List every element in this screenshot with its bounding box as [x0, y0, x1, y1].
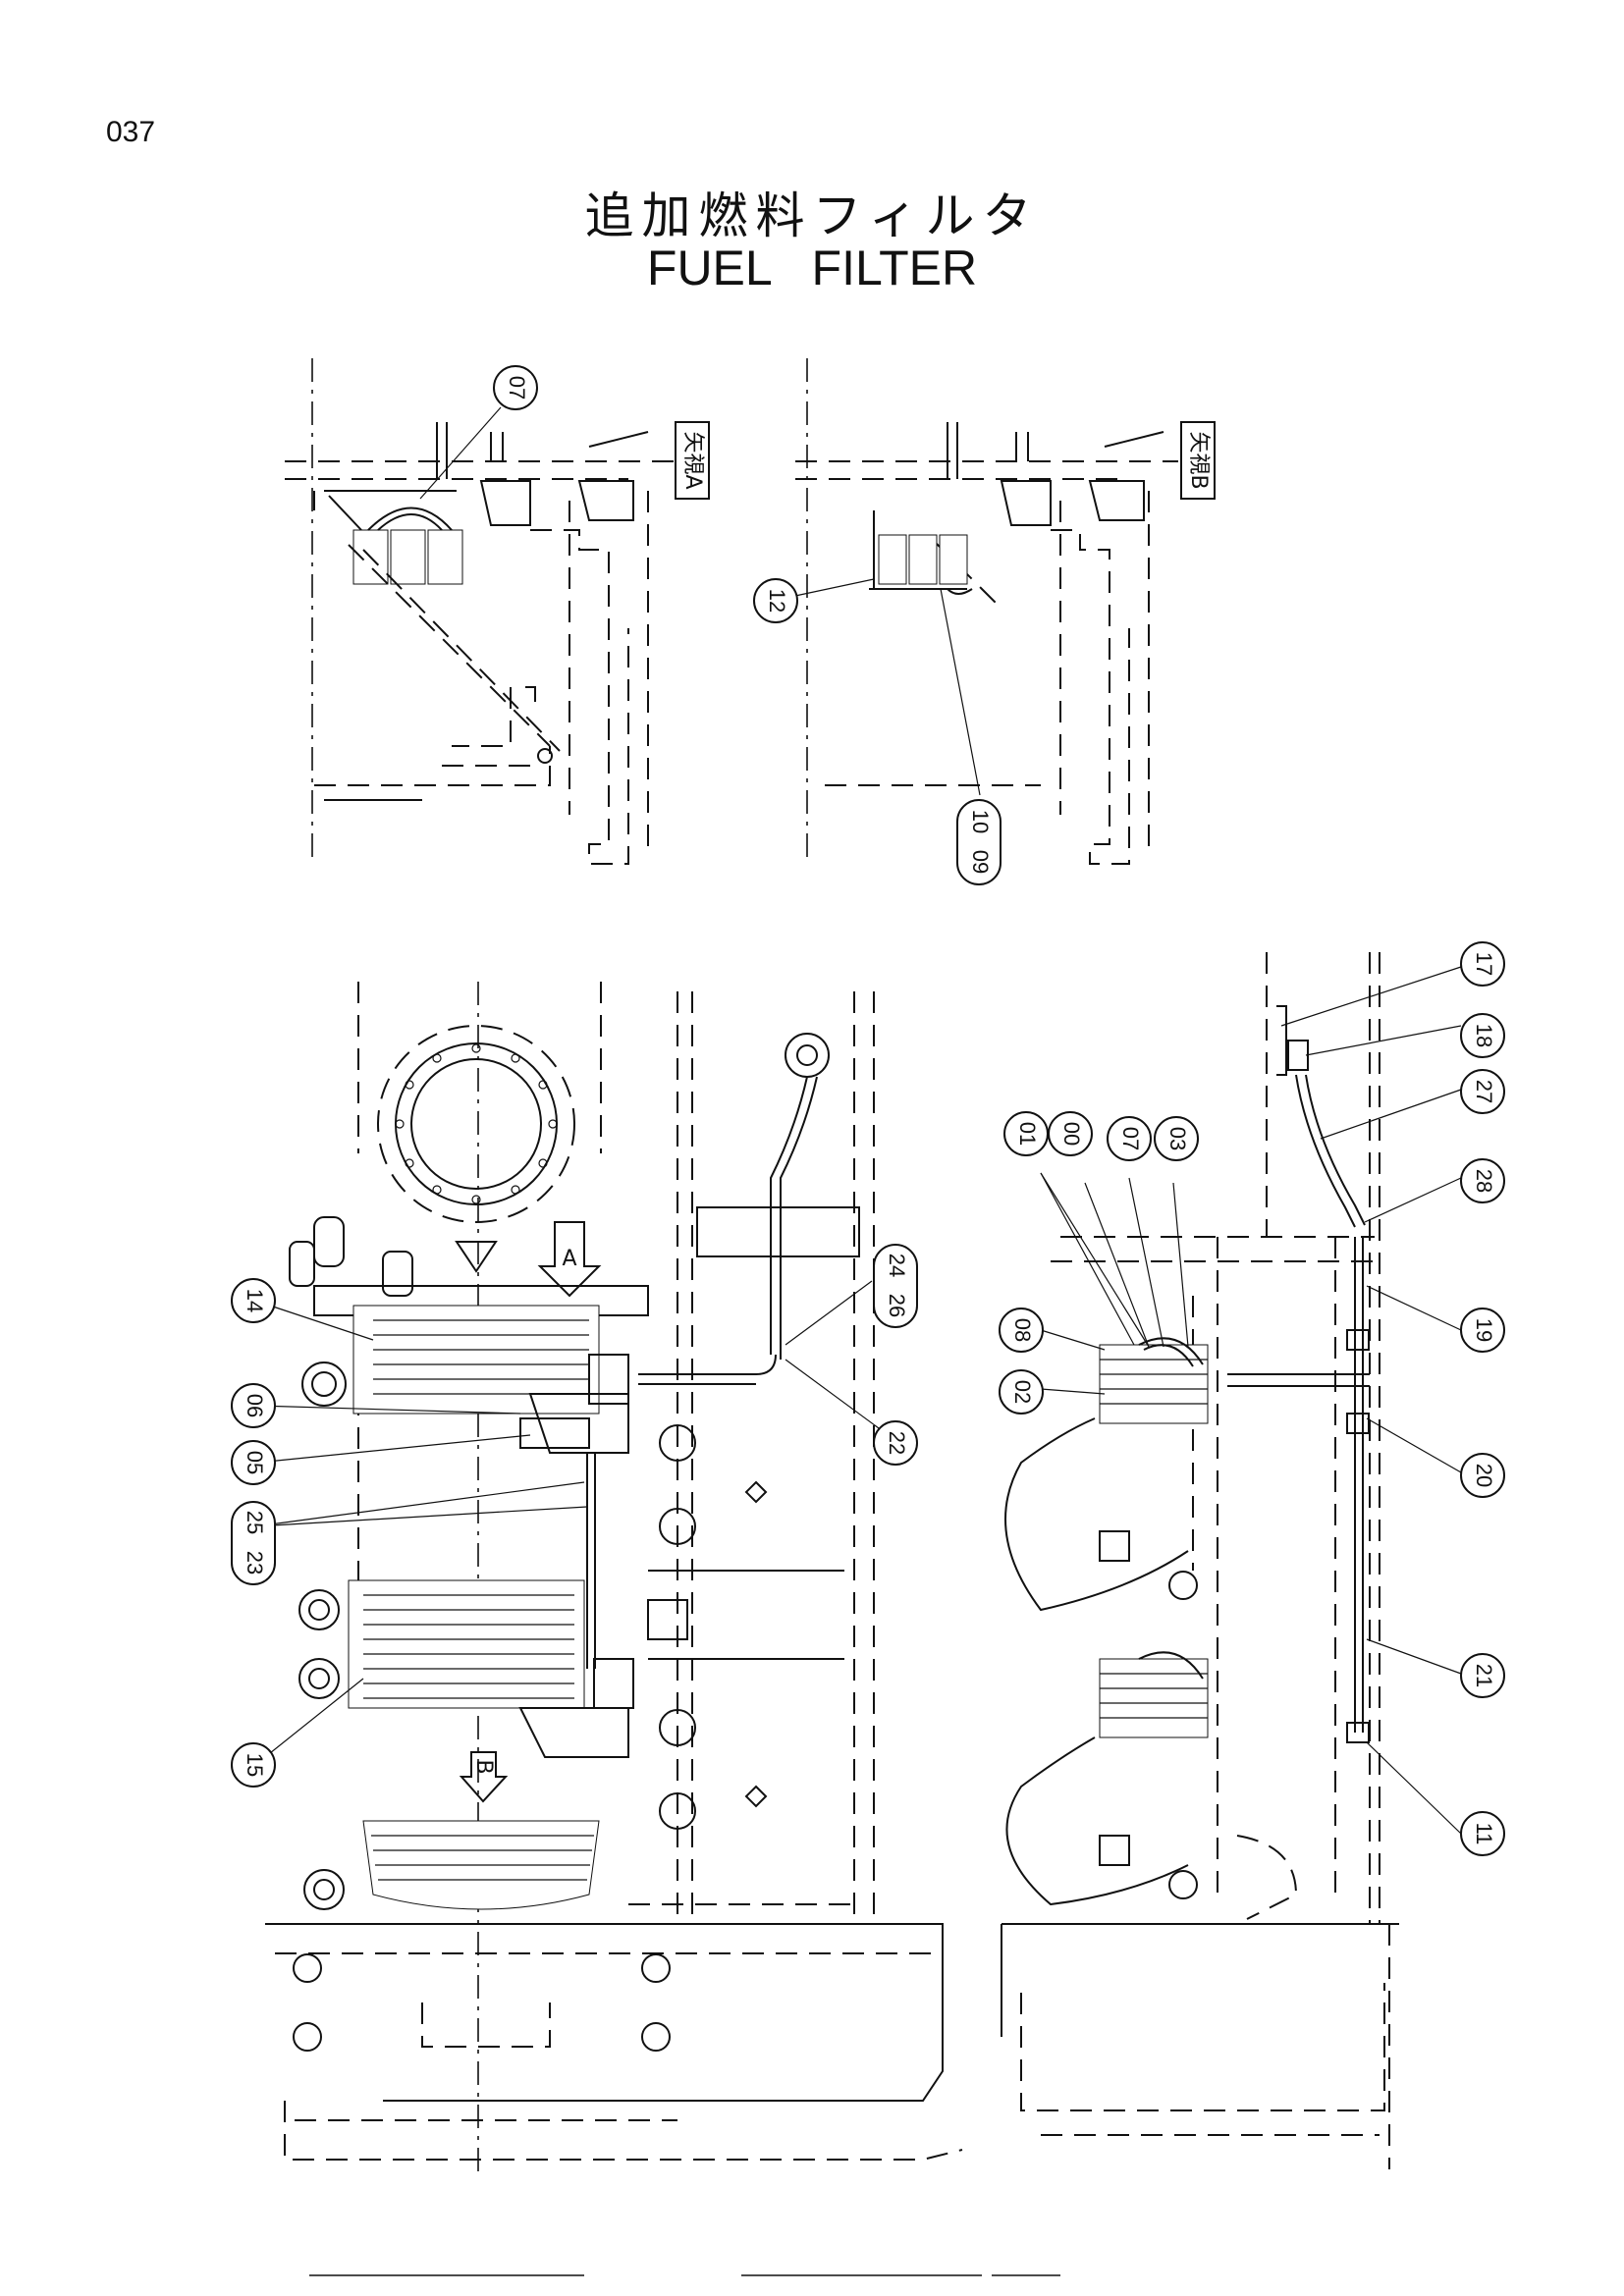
svg-text:19: 19 [1472, 1318, 1496, 1342]
svg-text:22: 22 [885, 1431, 909, 1455]
view-b-label-box: 矢視B [1180, 421, 1216, 500]
callout-25-23: 25 23 [231, 1501, 276, 1585]
callout-label: 10 [968, 810, 993, 833]
callout-14: 14 [231, 1278, 276, 1323]
view-a-drawing [285, 358, 677, 865]
svg-text:00: 00 [1059, 1122, 1084, 1146]
callout-12: 12 [753, 578, 798, 623]
svg-text:03: 03 [1165, 1127, 1190, 1150]
callout-06: 06 [231, 1383, 276, 1428]
callout-05: 05 [231, 1440, 276, 1485]
view-b-label: 矢視B [1186, 431, 1211, 489]
svg-text:06: 06 [243, 1394, 267, 1417]
view-a-label: 矢視A [680, 431, 705, 489]
page-number: 037 [106, 116, 156, 148]
svg-text:20: 20 [1472, 1464, 1496, 1487]
callout-07-top: 07 [493, 365, 538, 410]
callout-20: 20 [1460, 1453, 1505, 1498]
svg-text:A: A [562, 1247, 576, 1271]
svg-text:08: 08 [1010, 1318, 1035, 1342]
arrow-a-label: A [562, 1247, 576, 1271]
plan-view-left-drawing [254, 982, 963, 2174]
callout-01-00-07-03: 01 00 07 03 [1003, 1111, 1199, 1161]
svg-text:28: 28 [1472, 1169, 1496, 1193]
callout-24-26: 24 26 [873, 1244, 918, 1328]
svg-text:11: 11 [1472, 1823, 1496, 1845]
view-a-label-box: 矢視A [675, 421, 710, 500]
callout-11: 11 [1460, 1811, 1505, 1856]
callout-02: 02 [999, 1369, 1044, 1415]
callout-22: 22 [873, 1420, 918, 1466]
svg-text:24: 24 [885, 1254, 909, 1277]
callout-17: 17 [1460, 941, 1505, 987]
side-view-right-drawing [1001, 952, 1462, 2169]
callout-label: 09 [968, 850, 993, 874]
callout-28: 28 [1460, 1158, 1505, 1203]
svg-text:B: B [471, 1759, 496, 1774]
arrow-b-label: B [471, 1759, 496, 1774]
svg-text:25: 25 [243, 1511, 267, 1534]
svg-text:27: 27 [1472, 1080, 1496, 1103]
svg-text:18: 18 [1472, 1024, 1496, 1047]
callout-18: 18 [1460, 1013, 1505, 1058]
svg-text:01: 01 [1015, 1122, 1040, 1146]
svg-text:02: 02 [1010, 1380, 1035, 1404]
callout-27: 27 [1460, 1069, 1505, 1114]
svg-text:26: 26 [885, 1294, 909, 1317]
callout-10-09: 10 09 [956, 799, 1001, 885]
view-b-drawing [794, 358, 1178, 865]
callout-label: 07 [505, 376, 529, 400]
svg-text:14: 14 [243, 1289, 267, 1312]
svg-text:17: 17 [1472, 952, 1496, 976]
title-english: FUEL FILTER [646, 240, 978, 295]
svg-text:05: 05 [243, 1451, 267, 1474]
svg-text:15: 15 [243, 1753, 267, 1777]
callout-21: 21 [1460, 1653, 1505, 1698]
svg-text:23: 23 [243, 1551, 267, 1575]
svg-text:07: 07 [1118, 1127, 1143, 1150]
svg-text:21: 21 [1472, 1664, 1496, 1687]
callout-19: 19 [1460, 1308, 1505, 1353]
callout-08: 08 [999, 1308, 1044, 1353]
callout-15: 15 [231, 1742, 276, 1788]
title-japanese: 追加燃料フィルタ [584, 187, 1040, 244]
callout-label: 12 [765, 589, 789, 613]
